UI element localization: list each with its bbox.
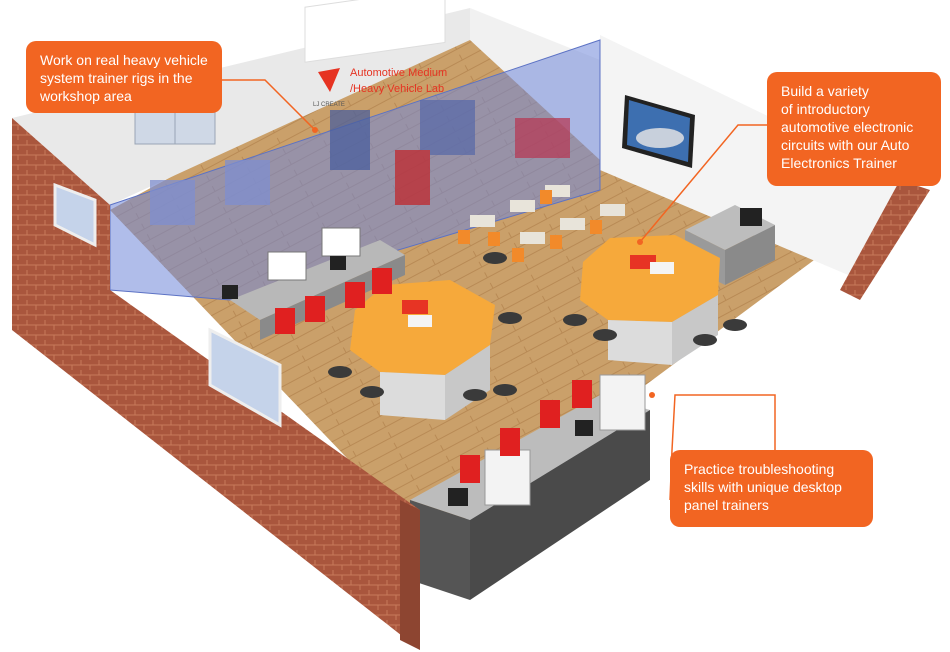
logo-icon xyxy=(318,68,340,92)
callout-auto-electronics: Build a variety of introductory automoti… xyxy=(767,72,941,186)
front-bench xyxy=(410,374,650,600)
left-bench xyxy=(222,227,405,340)
connector-dot-electronics xyxy=(637,239,643,245)
sign-line-1: Automotive Medium xyxy=(350,67,447,79)
workshop-rigs xyxy=(150,100,570,225)
octagon-table-right xyxy=(580,235,720,365)
connector-dot-panel xyxy=(649,392,655,398)
brick-wall-right xyxy=(840,180,930,300)
exterior-windows xyxy=(53,182,282,428)
connector-workshop xyxy=(222,79,316,131)
sign-logo-text: LJ CREATE xyxy=(313,102,345,108)
stools xyxy=(328,252,747,401)
connector-dot-workshop xyxy=(312,127,318,133)
connector-electronics xyxy=(639,124,767,243)
back-wall-left xyxy=(12,8,470,205)
brick-wall-front xyxy=(400,500,420,650)
octagon-table-left xyxy=(350,280,495,420)
callout-panel-trainers: Practice troubleshooting skills with uni… xyxy=(670,450,873,527)
wall-tv xyxy=(622,95,695,168)
right-wall-interior xyxy=(600,35,900,280)
lab-sign: LJ CREATE Automotive Medium /Heavy Vehic… xyxy=(304,0,447,108)
callout-workshop-rigs: Work on real heavy vehicle system traine… xyxy=(26,41,222,113)
student-desks xyxy=(458,185,625,262)
sign-line-2: /Heavy Vehicle Lab xyxy=(350,83,444,95)
